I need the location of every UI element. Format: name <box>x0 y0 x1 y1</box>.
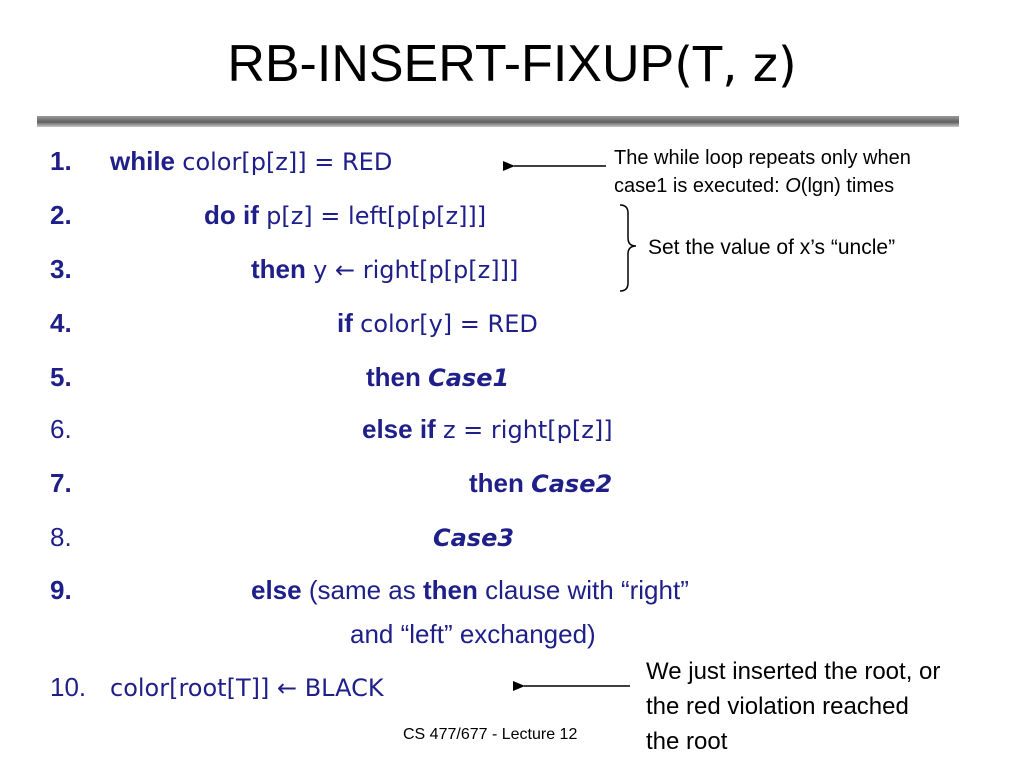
code-line-5: then Case1 <box>366 360 509 395</box>
code-text: z = right[p[z]] <box>442 416 613 444</box>
keyword-if: if <box>337 308 353 338</box>
note-while-loop: The while loop repeats only when case1 i… <box>614 144 911 200</box>
line-number-1: 1. <box>50 146 72 176</box>
line-number-4: 4. <box>50 308 72 338</box>
code-line-9-continued: and “left” exchanged) <box>350 619 596 649</box>
code-line-7: then Case2 <box>469 466 612 501</box>
big-o: O <box>785 175 801 197</box>
title-divider <box>37 116 959 127</box>
code-line-9: else (same as then clause with “right” <box>251 573 689 607</box>
code-line-6: else if z = right[p[z]] <box>362 412 613 447</box>
code-text: y ← right[p[p[z]]] <box>313 256 519 284</box>
code-line-4: if color[y] = RED <box>337 306 538 341</box>
note-line: the root <box>646 728 728 755</box>
title-main: RB-INSERT-FIXUP <box>227 35 675 93</box>
line-number-9: 9. <box>50 575 72 605</box>
code-line-8: Case3 <box>433 520 514 555</box>
line-number-8: 8. <box>50 522 72 552</box>
line-number-5: 5. <box>50 362 72 392</box>
code-line-10: color[root[T]] ← BLACK <box>110 670 384 705</box>
brace-lines-2-3 <box>619 204 637 292</box>
code-line-3: then y ← right[p[p[z]]] <box>251 252 518 287</box>
keyword-do-if: do if <box>204 200 259 230</box>
code-line-1: while color[p[z]] = RED <box>110 144 392 179</box>
slide-footer: CS 477/677 - Lecture 12 <box>403 726 578 743</box>
case-label: Case1 <box>428 364 510 392</box>
note-uncle: Set the value of x’s “uncle” <box>648 236 896 259</box>
note-line: case1 is executed: O(lgn) times <box>614 175 895 197</box>
keyword-then: then <box>366 362 421 392</box>
title-args: (T, z) <box>674 37 797 93</box>
line-number-10: 10. <box>50 672 87 702</box>
keyword-else-if: else if <box>362 414 436 444</box>
code-text: color[root[T]] ← BLACK <box>110 674 384 702</box>
note-line: the red violation reached <box>646 693 909 720</box>
keyword-then: then <box>423 575 478 605</box>
line-number-2: 2. <box>50 200 72 230</box>
code-text: color[p[z]] = RED <box>182 148 393 176</box>
slide-title: RB-INSERT-FIXUP(T, z) <box>0 24 1024 105</box>
line-number-7: 7. <box>50 468 72 498</box>
code-text: color[y] = RED <box>360 310 538 338</box>
keyword-else: else <box>251 575 302 605</box>
line-number-6: 6. <box>50 414 72 444</box>
code-text: p[z] = left[p[p[z]]] <box>266 202 487 230</box>
note-line: The while loop repeats only when <box>614 147 911 169</box>
code-line-2: do if p[z] = left[p[p[z]]] <box>204 198 486 233</box>
keyword-while: while <box>110 146 176 176</box>
line-number-3: 3. <box>50 254 72 284</box>
text: clause with “right” <box>485 575 689 605</box>
note-root: We just inserted the root, or the red vi… <box>646 654 940 759</box>
text: (same as <box>308 575 416 605</box>
keyword-then: then <box>469 468 524 498</box>
case-label: Case3 <box>433 524 515 552</box>
case-label: Case2 <box>531 470 613 498</box>
keyword-then: then <box>251 254 306 284</box>
note-line: We just inserted the root, or <box>646 658 941 685</box>
